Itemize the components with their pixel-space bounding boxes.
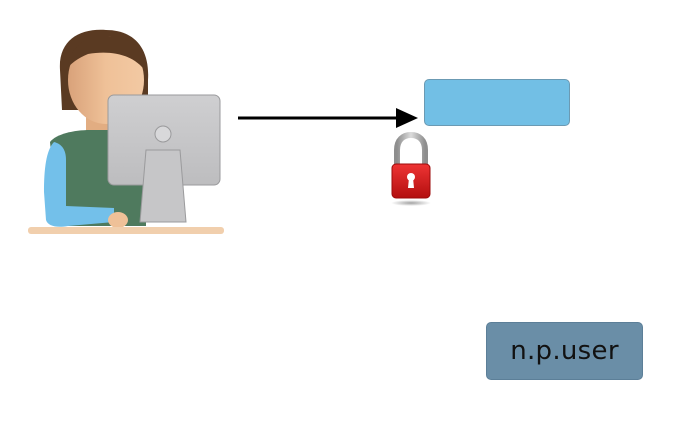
person-at-computer-icon [0,0,240,245]
user-label-text: n.p.user [510,336,619,366]
target-server-box [424,79,570,126]
arrow-right-icon [232,104,422,134]
padlock-icon [388,132,434,208]
user-label-badge: n.p.user [486,322,643,380]
